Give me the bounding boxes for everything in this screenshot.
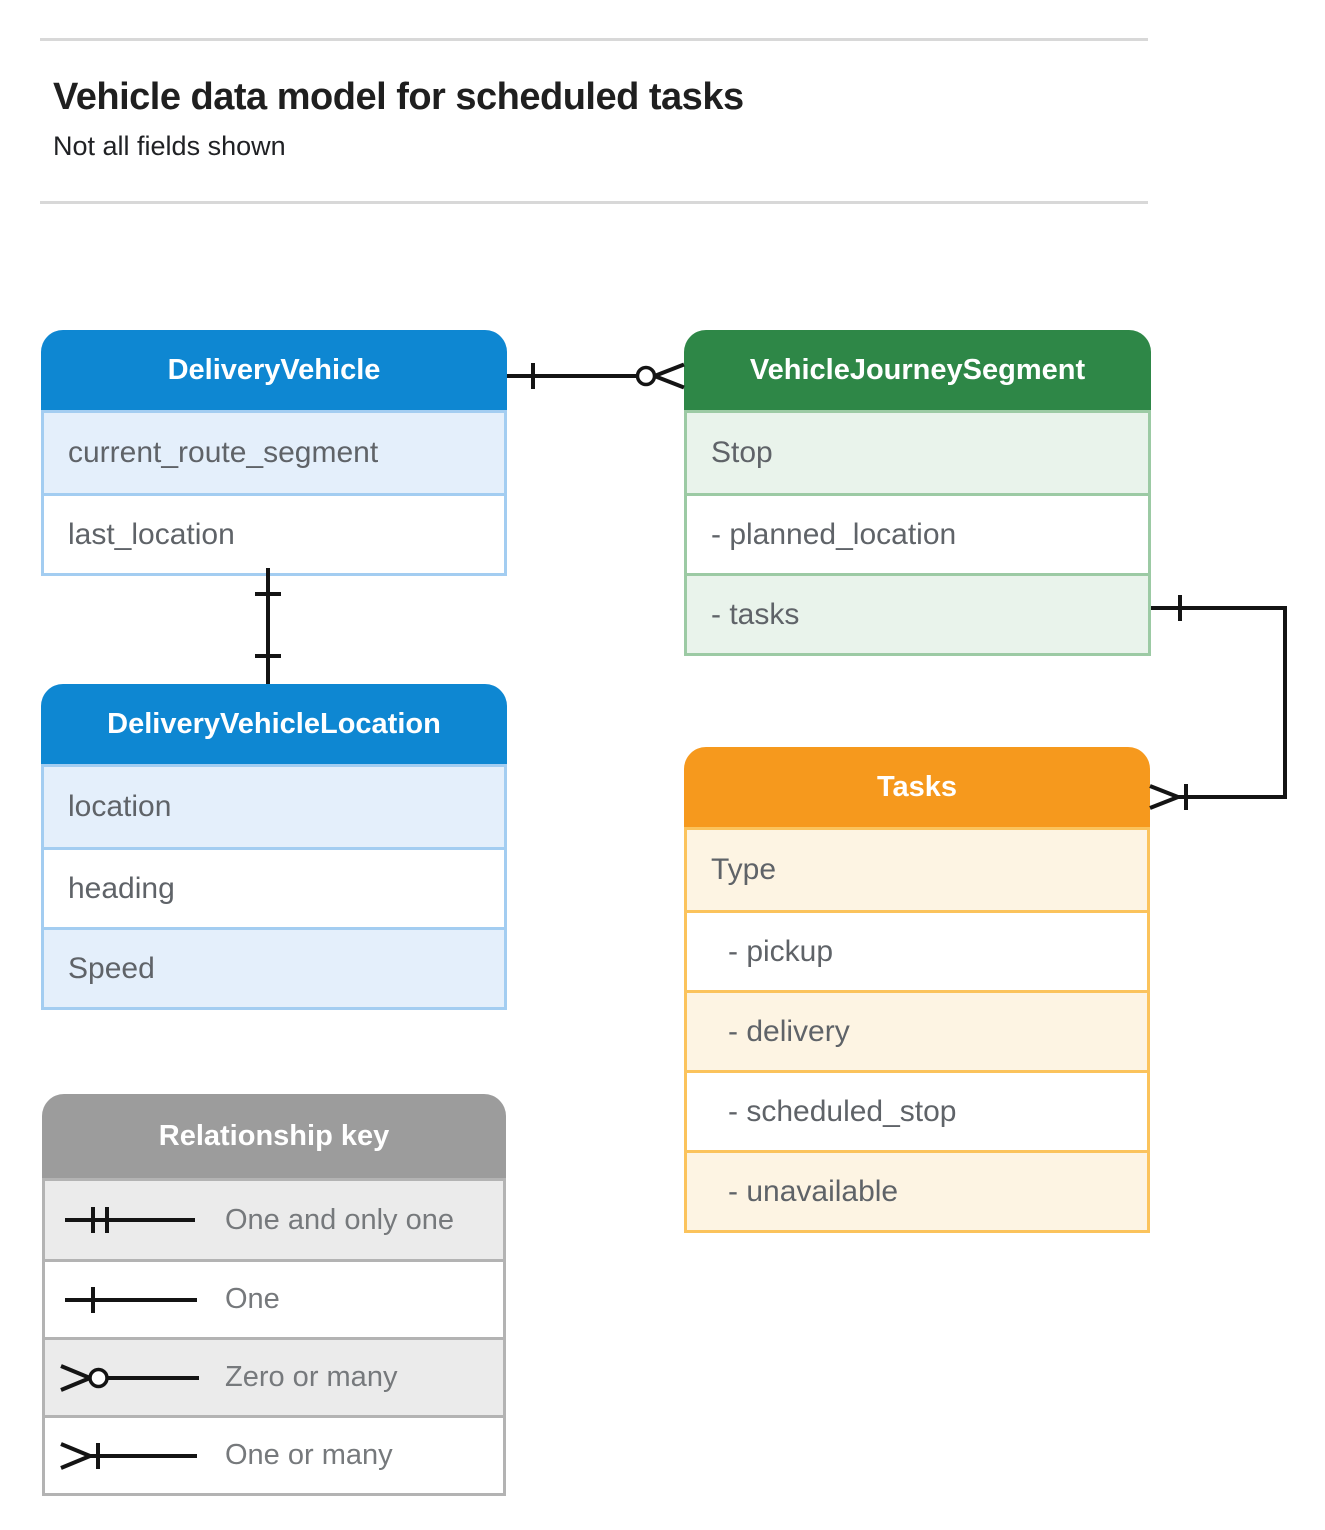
legend-label: One and only one xyxy=(225,1203,454,1236)
one-and-only-one-icon xyxy=(65,1207,195,1233)
field-scheduled-stop: - scheduled_stop xyxy=(687,1070,1147,1150)
field-speed: Speed xyxy=(44,927,504,1007)
entity-vehicle-journey-segment-title: VehicleJourneySegment xyxy=(684,330,1151,410)
legend-label: One xyxy=(225,1283,280,1315)
legend-item-one-or-many: One or many xyxy=(45,1415,503,1493)
entity-delivery-vehicle-fields: current_route_segment last_location xyxy=(41,410,507,576)
connector-vehiclejourneysegment-tasks xyxy=(1149,595,1287,810)
legend-label: One or many xyxy=(225,1439,393,1471)
zero-ring xyxy=(635,365,657,387)
one-or-many-icon xyxy=(60,1441,197,1470)
entity-vehicle-journey-segment: VehicleJourneySegment Stop - planned_loc… xyxy=(684,330,1151,656)
entity-delivery-vehicle-location: DeliveryVehicleLocation location heading… xyxy=(41,684,507,1010)
legend-label: Zero or many xyxy=(225,1361,398,1393)
entity-delivery-vehicle: DeliveryVehicle current_route_segment la… xyxy=(41,330,507,576)
legend-items: One and only one One Zero or many One or… xyxy=(42,1178,506,1496)
entity-delivery-vehicle-location-fields: location heading Speed xyxy=(41,764,507,1010)
one-icon xyxy=(65,1286,197,1313)
page-title: Vehicle data model for scheduled tasks xyxy=(53,76,744,118)
field-heading: heading xyxy=(44,847,504,927)
field-type: Type xyxy=(687,830,1147,910)
entity-tasks-title: Tasks xyxy=(684,747,1150,827)
top-divider xyxy=(40,38,1148,41)
field-last-location: last_location xyxy=(44,493,504,573)
entity-delivery-vehicle-location-title: DeliveryVehicleLocation xyxy=(41,684,507,764)
connector-deliveryvehicle-deliveryvehiclelocation xyxy=(255,568,281,684)
entity-tasks: Tasks Type - pickup - delivery - schedul… xyxy=(684,747,1150,1233)
legend-title: Relationship key xyxy=(42,1094,506,1178)
field-stop: Stop xyxy=(687,413,1148,493)
page-subtitle: Not all fields shown xyxy=(53,131,286,161)
legend-item-one: One xyxy=(45,1259,503,1337)
field-current-route-segment: current_route_segment xyxy=(44,413,504,493)
connector-deliveryvehicle-vehiclejourneysegment xyxy=(507,362,685,390)
field-tasks: - tasks xyxy=(687,573,1148,653)
legend-item-zero-or-many: Zero or many xyxy=(45,1337,503,1415)
field-delivery: - delivery xyxy=(687,990,1147,1070)
crow-foot xyxy=(653,362,685,378)
zero-or-many-icon xyxy=(60,1363,199,1392)
field-unavailable: - unavailable xyxy=(687,1150,1147,1230)
crow-foot xyxy=(1149,784,1179,799)
entity-vehicle-journey-segment-fields: Stop - planned_location - tasks xyxy=(684,410,1151,656)
legend-item-one-and-only-one: One and only one xyxy=(45,1181,503,1259)
field-pickup: - pickup xyxy=(687,910,1147,990)
field-planned-location: - planned_location xyxy=(687,493,1148,573)
entity-tasks-fields: Type - pickup - delivery - scheduled_sto… xyxy=(684,827,1150,1233)
entity-delivery-vehicle-title: DeliveryVehicle xyxy=(41,330,507,410)
subtitle-divider xyxy=(40,201,1148,204)
field-location: location xyxy=(44,767,504,847)
legend-relationship-key: Relationship key One and only one One Ze… xyxy=(42,1094,506,1496)
